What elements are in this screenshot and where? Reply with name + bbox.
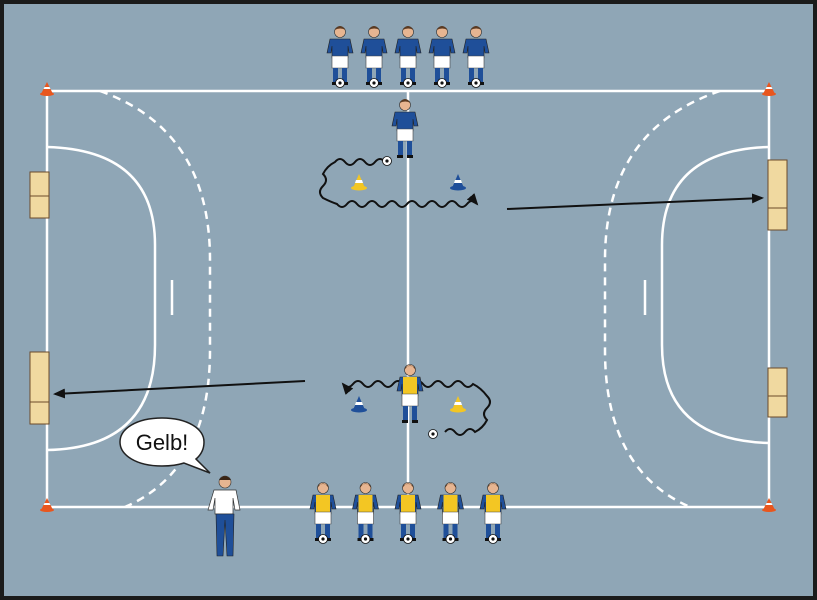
ball [403, 534, 413, 544]
ball [445, 534, 456, 544]
goals [29, 159, 788, 425]
yellow-shot-arrow [53, 380, 306, 399]
ball [360, 534, 371, 544]
ball [471, 78, 481, 88]
yellow-dribble-path [341, 380, 491, 436]
ball [382, 156, 392, 166]
blue-shot-arrow [506, 193, 764, 210]
ball [369, 78, 379, 88]
left-goal-top [29, 171, 50, 219]
coach-callout: Gelb! [136, 430, 189, 455]
ball [428, 429, 438, 439]
ball [488, 534, 498, 544]
dribble-paths [53, 158, 764, 436]
ball [437, 78, 447, 88]
ball [318, 534, 328, 544]
left-free-throw-line [99, 89, 212, 509]
coach [207, 475, 241, 557]
right-goal-top [767, 159, 788, 231]
left-goal-bottom [29, 351, 50, 425]
right-goal-bottom [767, 367, 788, 418]
blue-dribble-path [319, 158, 479, 208]
right-goal-area [660, 145, 770, 445]
left-goal-area [46, 145, 157, 452]
ball [403, 78, 413, 88]
ball [335, 78, 345, 88]
speech-bubble: Gelb! [119, 417, 211, 474]
